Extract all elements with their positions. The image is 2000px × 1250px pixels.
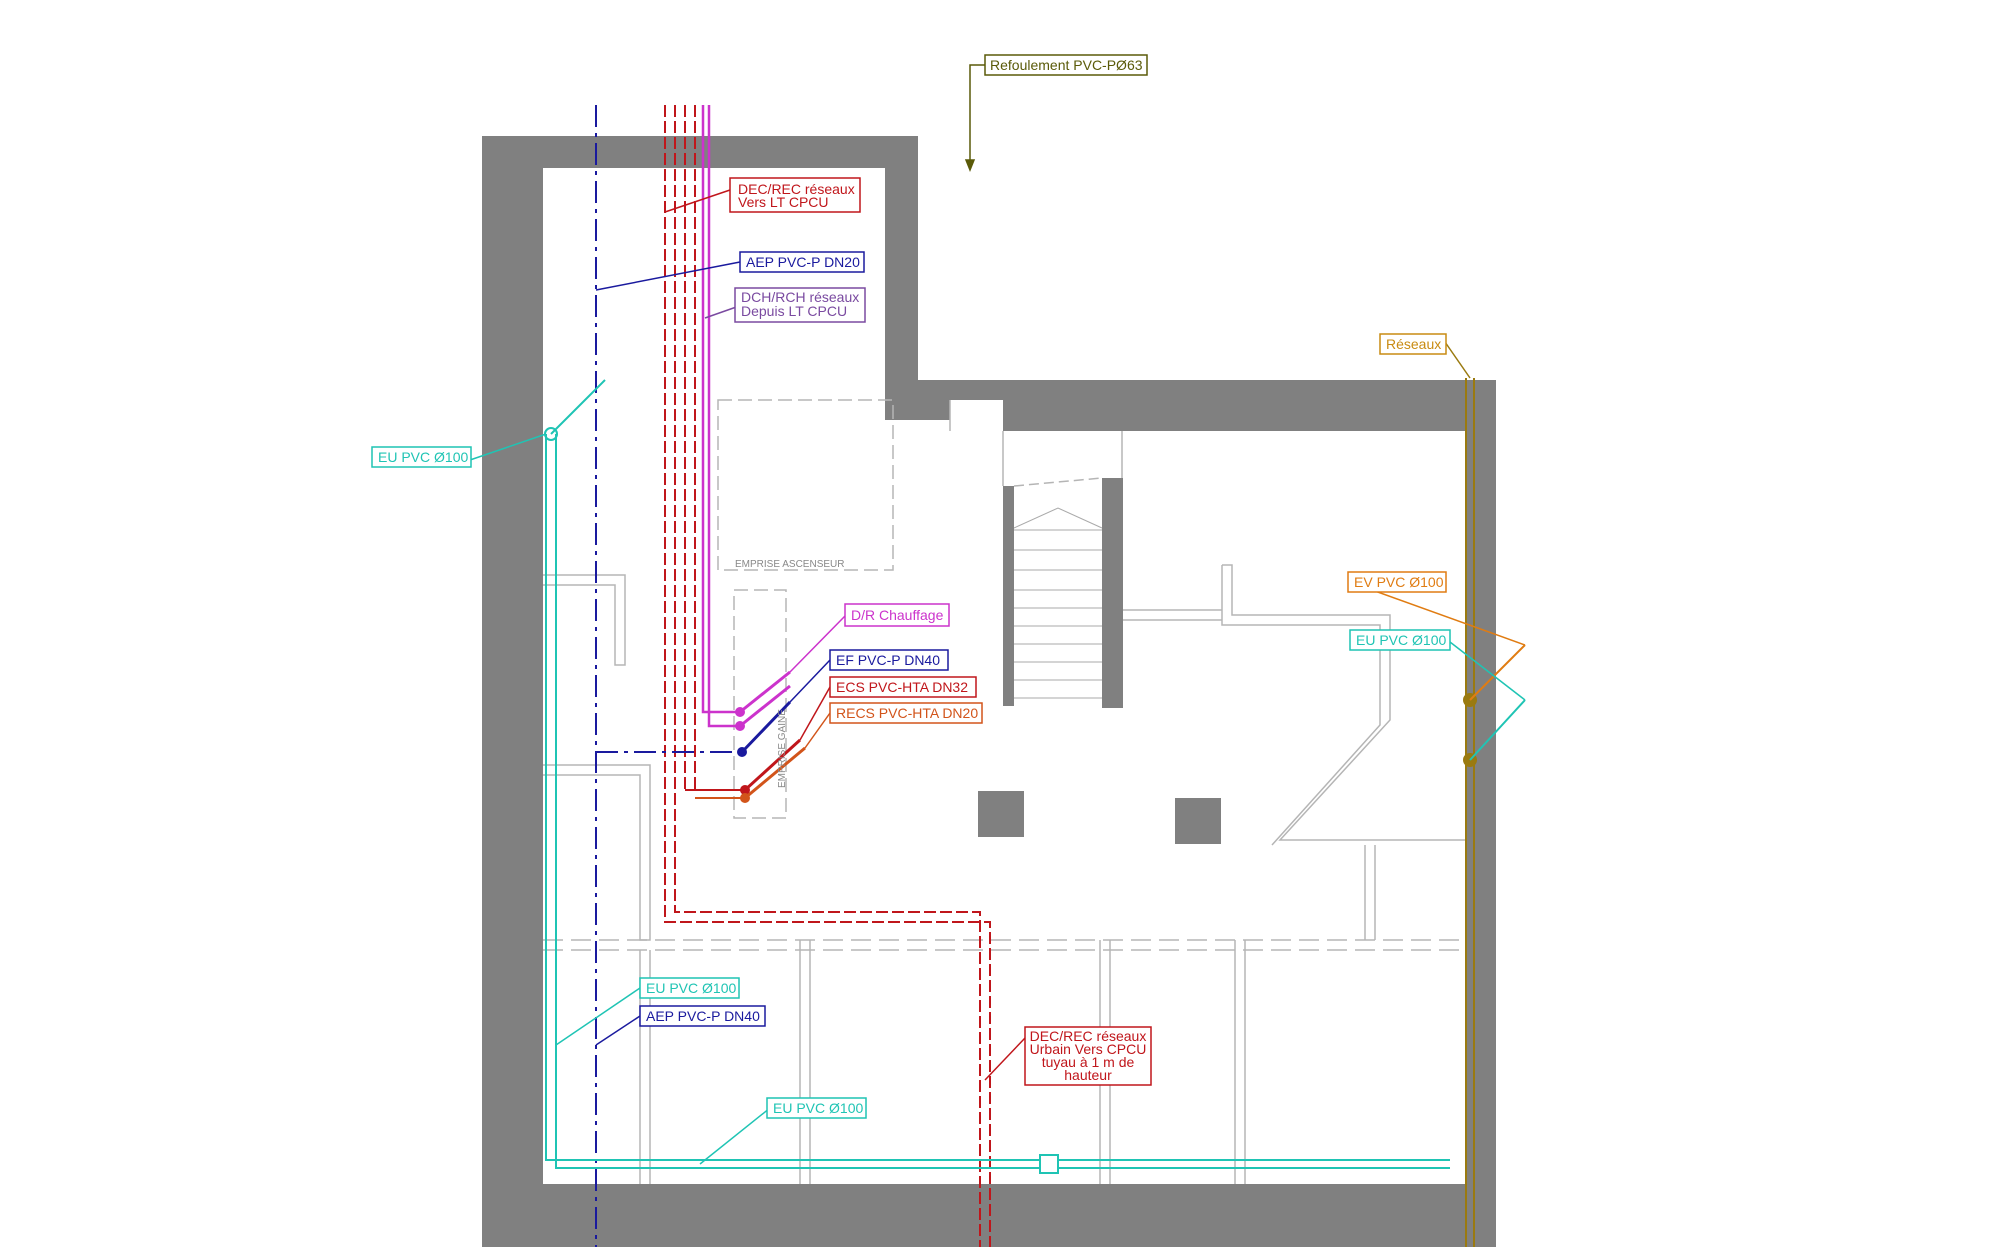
label-eu-bottom: EU PVC Ø100 [766,1097,867,1119]
svg-text:EV PVC Ø100: EV PVC Ø100 [1354,574,1444,590]
label-ecs: ECS PVC-HTA DN32 [829,676,977,698]
dch-rch-pipe [701,105,740,728]
label-ev-right: EV PVC Ø100 [1347,571,1447,593]
label-eu-left-bottom: EU PVC Ø100 [639,977,740,999]
svg-text:tuyau à 1 m de: tuyau à 1 m de [1042,1054,1135,1070]
staircase [1003,478,1123,708]
label-aep-top: AEP PVC-P DN20 [739,251,865,273]
label-eu-right: EU PVC Ø100 [1349,629,1451,651]
svg-text:EU PVC Ø100: EU PVC Ø100 [378,449,468,465]
svg-text:AEP PVC-P DN40: AEP PVC-P DN40 [646,1008,760,1024]
svg-text:DCH/RCH réseaux: DCH/RCH réseaux [741,289,859,305]
label-dec-bottom: DEC/REC réseaux Urbain Vers CPCU tuyau à… [1024,1026,1152,1086]
label-dr-chauffage: D/R Chauffage [844,603,950,627]
eu-pipe [544,379,1450,1174]
svg-text:EU PVC Ø100: EU PVC Ø100 [1356,632,1446,648]
label-dch: DCH/RCH réseaux Depuis LT CPCU [734,287,866,323]
svg-text:RECS PVC-HTA DN20: RECS PVC-HTA DN20 [836,705,978,721]
label-recs: RECS PVC-HTA DN20 [829,702,983,724]
interior-partitions [543,399,1466,1184]
svg-text:AEP PVC-P DN20: AEP PVC-P DN20 [746,254,860,270]
svg-text:Vers LT CPCU: Vers LT CPCU [738,194,829,210]
svg-text:D/R Chauffage: D/R Chauffage [851,607,944,623]
label-emprise-gaine: EMPRISE GAINE [777,709,788,788]
svg-text:Depuis LT CPCU: Depuis LT CPCU [741,303,847,319]
column [978,791,1024,837]
svg-text:DEC/REC réseaux: DEC/REC réseaux [1030,1028,1147,1044]
svg-text:ECS PVC-HTA DN32: ECS PVC-HTA DN32 [836,679,968,695]
label-reseaux: Réseaux [1379,333,1447,355]
svg-text:EF PVC-P DN40: EF PVC-P DN40 [836,652,940,668]
label-eu-left-top: EU PVC Ø100 [371,446,472,468]
gaine-fittings [685,670,806,803]
svg-text:DEC/REC réseaux: DEC/REC réseaux [738,181,855,197]
dec-rec-pipe [664,105,991,1247]
right-branches [1469,644,1526,761]
label-aep-bottom: AEP PVC-P DN40 [639,1005,766,1027]
label-leaders [469,189,1526,1165]
label-ef: EF PVC-P DN40 [829,649,949,671]
svg-text:EU PVC Ø100: EU PVC Ø100 [646,980,736,996]
label-emprise-ascenseur: EMPRISE ASCENSEUR [735,559,844,570]
refoulement-line [964,64,985,173]
svg-text:Réseaux: Réseaux [1386,336,1441,352]
svg-text:hauteur: hauteur [1064,1067,1112,1083]
svg-text:Urbain Vers CPCU: Urbain Vers CPCU [1030,1041,1147,1057]
svg-text:Refoulement PVC-PØ63: Refoulement PVC-PØ63 [990,57,1143,73]
label-dec-top: DEC/REC réseaux Vers LT CPCU [729,177,861,213]
label-refoulement: Refoulement PVC-PØ63 [984,54,1148,76]
svg-text:EU PVC Ø100: EU PVC Ø100 [773,1100,863,1116]
column [1175,798,1221,844]
aep-pipe [595,105,742,1247]
building-walls [482,136,1496,1247]
